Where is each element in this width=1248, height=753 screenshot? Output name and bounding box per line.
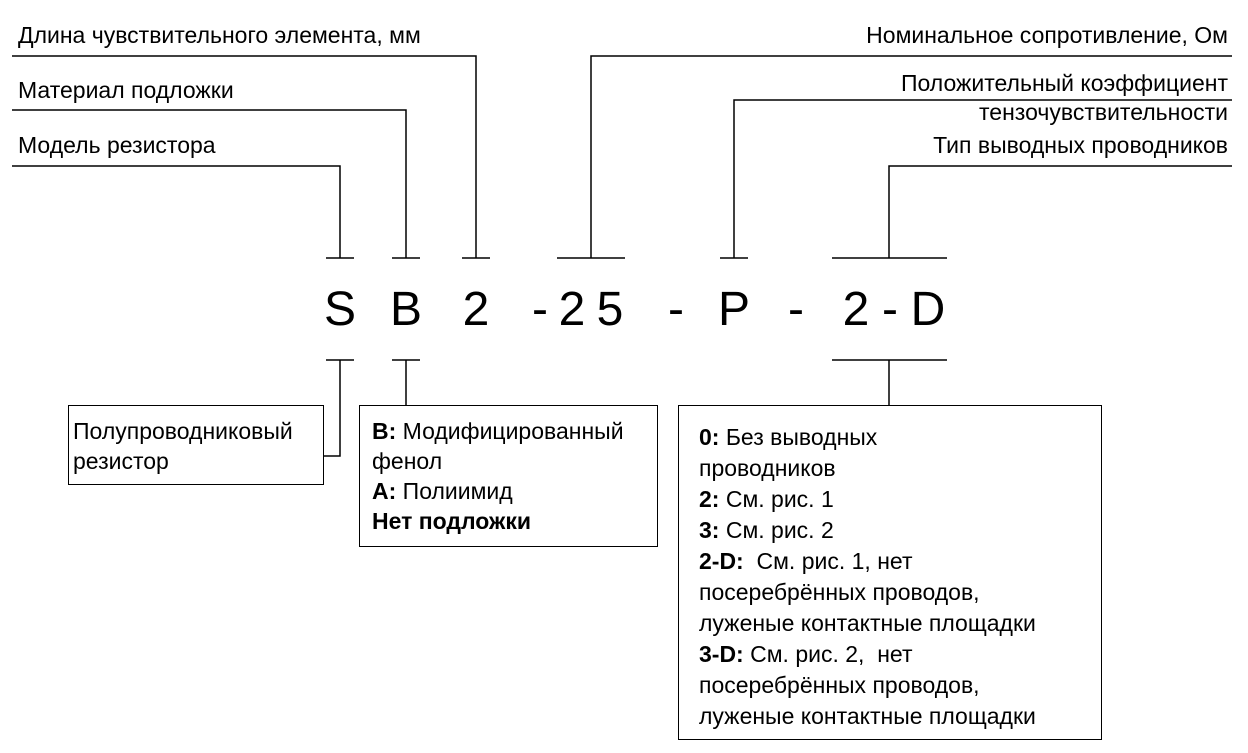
bottom-leader-model (323, 360, 341, 457)
substrate-text-b-cont: фенол (372, 448, 443, 474)
lead-key-2d: 2-D: (699, 548, 744, 574)
lead-key-3: 3: (699, 517, 720, 543)
model-box-line1: Полупроводниковый (73, 418, 293, 444)
code-char-lead-type: 2 (842, 283, 870, 336)
label-substrate-material: Материал подложки (18, 77, 234, 103)
code-char-length: 2 (462, 283, 490, 336)
lead-option-3: 3: См. рис. 2 (699, 515, 1093, 546)
label-gauge-factor-line2: тензочувствительности (979, 99, 1228, 125)
substrate-none-label: Нет подложки (372, 508, 532, 534)
substrate-option-a: A: Полиимид (372, 476, 649, 506)
label-resistor-model: Модель резистора (18, 132, 216, 158)
lead-text-3db: посеребрённых проводов, (699, 672, 980, 698)
lead-key-3d: 3-D: (699, 641, 744, 667)
model-box-line2: резистор (73, 448, 169, 474)
label-nominal-resistance: Номинальное сопротивление, Ом (866, 22, 1228, 48)
leader-resistance (590, 55, 1232, 258)
substrate-text-a: Полиимид (396, 478, 513, 504)
code-char-substrate: B (389, 283, 422, 336)
lead-option-2d: 2-D: См. рис. 1, нет (699, 546, 1093, 577)
code-char-model: S (323, 283, 356, 336)
substrate-box: B: Модифицированный фенол A: Полиимид Не… (359, 405, 658, 547)
lead-text-0b: проводников (699, 455, 836, 481)
leader-model (12, 165, 341, 258)
code-char-resistance-2: 5 (596, 283, 624, 336)
lead-option-3d: 3-D: См. рис. 2, нет (699, 639, 1093, 670)
lead-text-3dc: луженые контактные площадки (699, 703, 1036, 729)
label-lead-type: Тип выводных проводников (933, 132, 1228, 158)
lead-text-3: См. рис. 2 (719, 517, 834, 543)
code-char-dash-1: - (532, 283, 548, 336)
model-box: Полупроводниковый резистор (68, 405, 324, 485)
substrate-key-b: B: (372, 418, 397, 444)
code-char-lead-suffix: D (910, 283, 946, 336)
substrate-option-b: B: Модифицированный (372, 416, 649, 446)
lead-option-2: 2: См. рис. 1 (699, 484, 1093, 515)
leader-lead-type (888, 165, 1232, 258)
code-char-dash-3: - (788, 283, 804, 336)
substrate-option-none: Нет подложки (372, 506, 649, 536)
lead-text-2db: посеребрённых проводов, (699, 579, 980, 605)
lead-text-2da: См. рис. 1, нет (743, 548, 913, 574)
lead-text-2dc: луженые контактные площадки (699, 610, 1036, 636)
leader-gauge-factor (733, 99, 1232, 258)
label-sensor-length: Длина чувствительного элемента, мм (18, 22, 421, 48)
substrate-text-b: Модифицированный (396, 418, 624, 444)
lead-text-0a: Без выводных (719, 424, 878, 450)
lead-key-0: 0: (699, 424, 720, 450)
leader-sensor-length (12, 55, 477, 258)
label-gauge-factor-line1: Положительный коэффициент (900, 70, 1228, 96)
lead-type-box: 0: Без выводных проводников 2: См. рис. … (678, 405, 1102, 740)
lead-key-2: 2: (699, 486, 720, 512)
lead-text-2: См. рис. 1 (719, 486, 834, 512)
code-char-dash-4: - (882, 283, 898, 336)
leader-substrate (12, 109, 407, 258)
lead-text-3da: См. рис. 2, нет (743, 641, 913, 667)
lead-option-0: 0: Без выводных (699, 422, 1093, 453)
code-char-dash-2: - (668, 283, 684, 336)
code-char-gauge-factor: P (717, 283, 750, 336)
substrate-key-a: A: (372, 478, 397, 504)
code-char-resistance-1: 2 (558, 283, 586, 336)
